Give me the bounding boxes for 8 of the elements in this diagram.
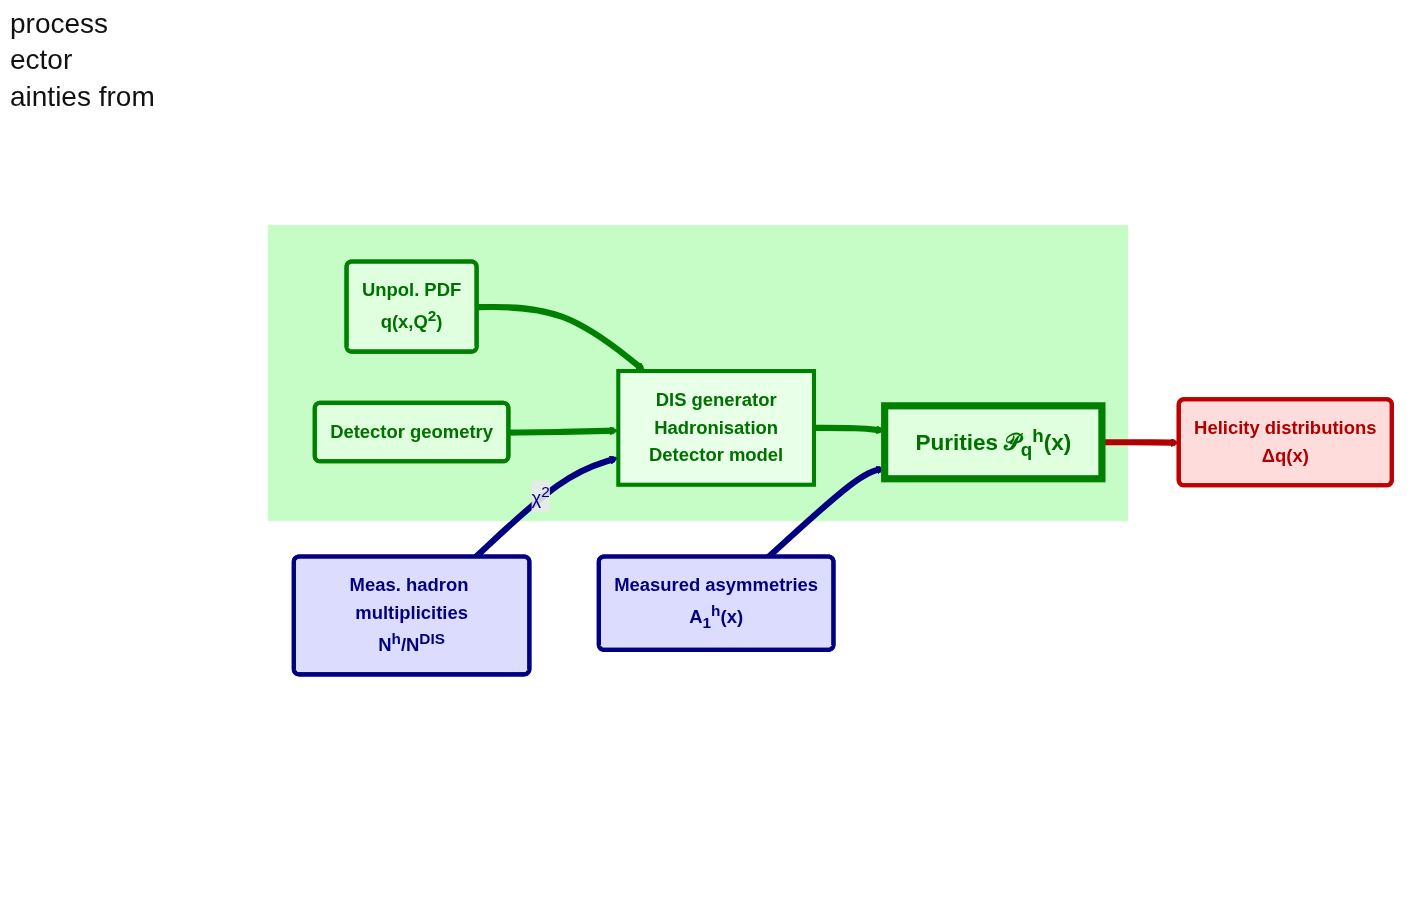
note-text: ector <box>10 43 74 78</box>
note-text: process <box>10 7 110 41</box>
cluster <box>267 225 1129 522</box>
node-box: Purities 𝒫$_{q}$$^{h}$(x) <box>881 402 1106 483</box>
note-text: ainties from <box>10 79 155 114</box>
edge-label: χ$^{2}$ <box>531 482 550 509</box>
node-box: DIS generator Hadronisation Detector model <box>616 369 816 487</box>
arrow <box>508 426 619 436</box>
